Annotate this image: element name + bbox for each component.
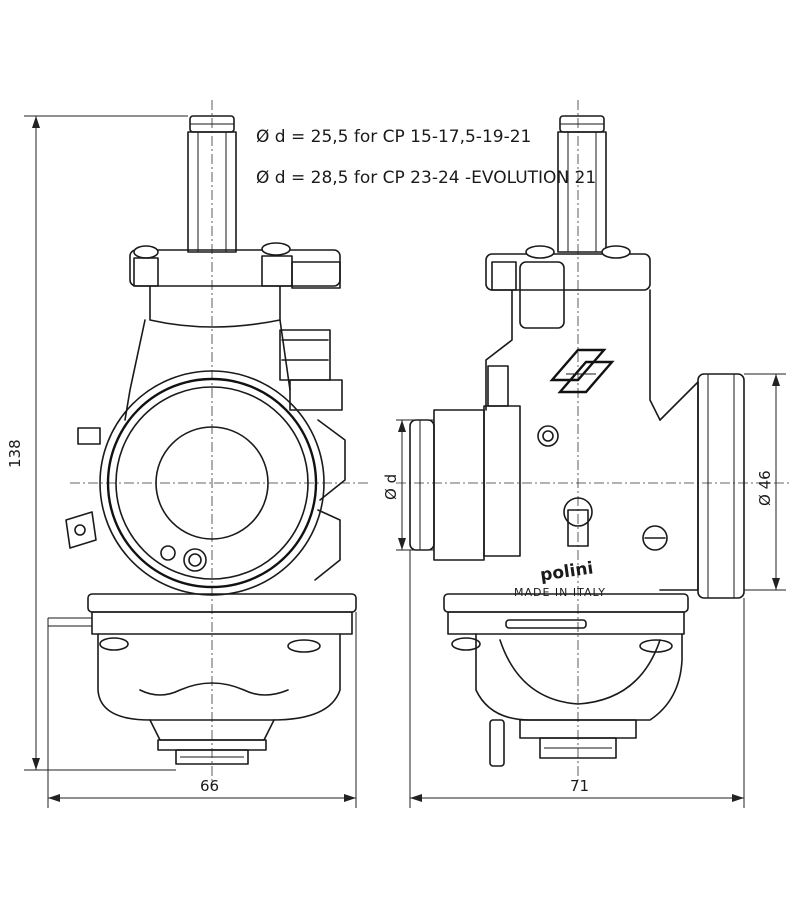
dimension-width-side: 71 <box>409 550 745 808</box>
width-front-label: 66 <box>200 777 219 795</box>
made-in-italy-stamp: MADE IN ITALY <box>514 586 606 599</box>
width-side-label: 71 <box>570 777 589 795</box>
dimension-height: 138 <box>6 115 188 771</box>
height-label: 138 <box>6 439 24 468</box>
note-diameter-large: Ø d = 28,5 for CP 23-24 -EVOLUTION 21 <box>256 168 596 188</box>
dimension-inlet-diameter: Ø d <box>382 419 434 551</box>
inlet-diameter-label: Ø d <box>382 474 400 500</box>
dimension-outlet-diameter: Ø 46 <box>744 373 786 591</box>
carburetor-front-view <box>47 100 370 785</box>
polini-brand-mark: polini <box>539 558 595 585</box>
note-diameter-small: Ø d = 25,5 for CP 15-17,5-19-21 <box>256 127 531 147</box>
dimension-width-front: 66 <box>47 612 357 808</box>
carburetor-side-view: polini MADE IN ITALY <box>396 100 790 780</box>
outlet-diameter-label: Ø 46 <box>756 470 774 506</box>
